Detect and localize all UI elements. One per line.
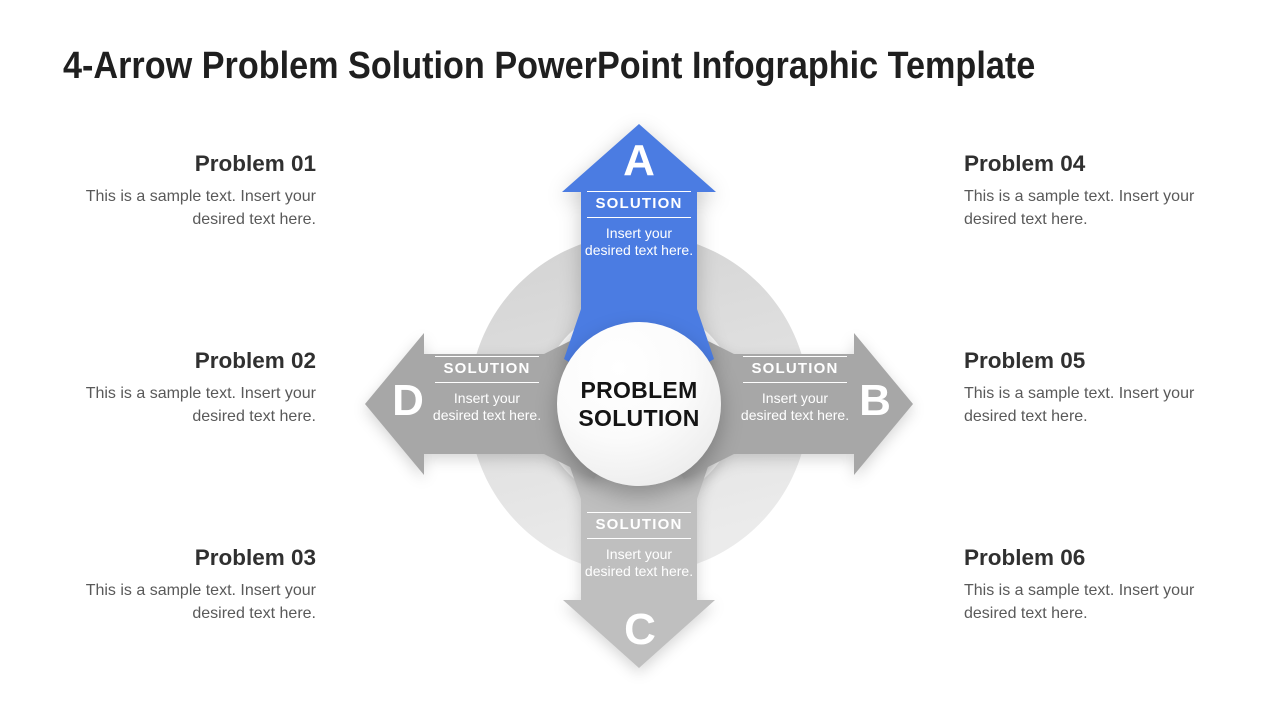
problem-block-03[interactable]: Problem 03 This is a sample text. Insert…	[64, 544, 316, 625]
slide-title[interactable]: 4-Arrow Problem Solution PowerPoint Info…	[63, 45, 1036, 87]
problem-body[interactable]: This is a sample text. Insert your desir…	[964, 582, 1195, 622]
arrow-b-letter: B	[859, 376, 891, 425]
problem-body[interactable]: This is a sample text. Insert your desir…	[85, 582, 316, 622]
arrow-a-body-text[interactable]: Insert your desired text here.	[584, 225, 694, 258]
problem-title[interactable]: Problem 04	[964, 151, 1086, 176]
problem-block-05[interactable]: Problem 05 This is a sample text. Insert…	[964, 347, 1216, 428]
center-circle-line2: SOLUTION	[578, 405, 700, 431]
arrow-c-letter: C	[624, 605, 656, 654]
arrow-d-body-text[interactable]: Insert your desired text here.	[432, 390, 542, 423]
problem-block-01[interactable]: Problem 01 This is a sample text. Insert…	[64, 150, 316, 231]
arrow-b-solution-label[interactable]: SOLUTION	[743, 356, 847, 383]
center-problem-solution-circle[interactable]: PROBLEM SOLUTION	[557, 322, 721, 486]
problem-body[interactable]: This is a sample text. Insert your desir…	[964, 385, 1195, 425]
background-ring	[469, 234, 810, 574]
arrow-c-body-text[interactable]: Insert your desired text here.	[584, 546, 694, 579]
problem-block-06[interactable]: Problem 06 This is a sample text. Insert…	[964, 544, 1216, 625]
problem-title[interactable]: Problem 06	[964, 545, 1086, 570]
problem-title[interactable]: Problem 03	[194, 545, 316, 570]
arrow-c-solution-label[interactable]: SOLUTION	[587, 512, 691, 539]
problem-body[interactable]: This is a sample text. Insert your desir…	[964, 188, 1195, 228]
problem-body[interactable]: This is a sample text. Insert your desir…	[85, 188, 316, 228]
problem-title[interactable]: Problem 01	[194, 151, 316, 176]
arrow-d-solution-label[interactable]: SOLUTION	[435, 356, 539, 383]
problem-title[interactable]: Problem 02	[194, 348, 316, 373]
arrow-d-letter: D	[392, 376, 424, 425]
problem-title[interactable]: Problem 05	[964, 348, 1086, 373]
problem-block-02[interactable]: Problem 02 This is a sample text. Insert…	[64, 347, 316, 428]
problem-body[interactable]: This is a sample text. Insert your desir…	[85, 385, 316, 425]
center-circle-line1: PROBLEM	[580, 377, 698, 403]
arrow-a-solution-label[interactable]: SOLUTION	[587, 191, 691, 218]
problem-block-04[interactable]: Problem 04 This is a sample text. Insert…	[964, 150, 1216, 231]
arrow-b-body-text[interactable]: Insert your desired text here.	[740, 390, 850, 423]
arrow-a-letter: A	[623, 136, 655, 185]
